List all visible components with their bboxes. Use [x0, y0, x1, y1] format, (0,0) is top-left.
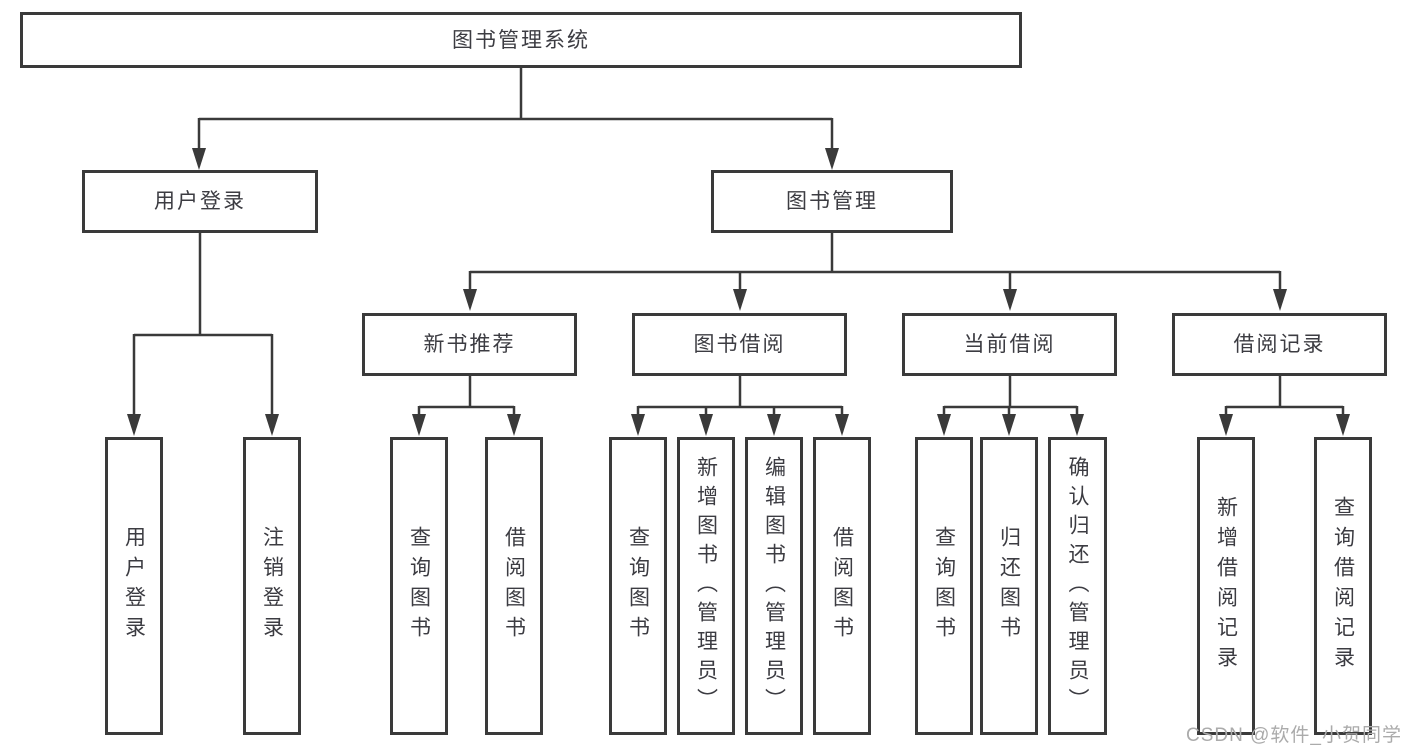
node-book-mgmt: 图书管理: [711, 170, 953, 233]
connector-root-to-level2: [197, 68, 834, 150]
leaf-book-borrow-borrow-label: 借阅图书: [830, 526, 854, 646]
connector-borrow-records-children: [1224, 376, 1345, 420]
leaf-current-borrow-query: 查询图书: [915, 437, 973, 735]
node-current-borrow-label: 当前借阅: [963, 333, 1056, 356]
leaf-book-borrow-edit: 编辑图书（管理员）: [745, 437, 803, 735]
leaf-book-borrow-add-label: 新增图书（管理员）: [694, 455, 718, 717]
leaf-borrow-records-query: 查询借阅记录: [1314, 437, 1372, 735]
leaf-book-borrow-edit-label: 编辑图书（管理员）: [762, 455, 786, 717]
node-borrow-records-label: 借阅记录: [1233, 333, 1326, 356]
connector-current-borrow-children: [942, 376, 1079, 420]
leaf-user-login: 用户登录: [105, 437, 163, 735]
node-new-books-label: 新书推荐: [423, 333, 516, 356]
leaf-book-borrow-query: 查询图书: [609, 437, 667, 735]
node-book-borrow-label: 图书借阅: [693, 333, 786, 356]
leaf-borrow-records-add-label: 新增借阅记录: [1214, 496, 1238, 676]
node-root-label: 图书管理系统: [452, 28, 590, 52]
leaf-current-borrow-query-label: 查询图书: [932, 526, 956, 646]
leaf-book-borrow-borrow: 借阅图书: [813, 437, 871, 735]
leaf-book-borrow-query-label: 查询图书: [626, 526, 650, 646]
node-book-borrow: 图书借阅: [632, 313, 847, 376]
node-new-books: 新书推荐: [362, 313, 577, 376]
leaf-user-login-label: 用户登录: [122, 526, 146, 646]
leaf-book-borrow-add: 新增图书（管理员）: [677, 437, 735, 735]
leaf-logout-label: 注销登录: [260, 526, 284, 646]
node-book-mgmt-label: 图书管理: [786, 190, 878, 213]
leaf-borrow-records-query-label: 查询借阅记录: [1331, 496, 1355, 676]
watermark: CSDN @软件_小贺同学: [1186, 725, 1402, 746]
node-user-login: 用户登录: [82, 170, 318, 233]
connector-book-mgmt-children: [468, 233, 1282, 293]
connector-book-borrow-children: [636, 376, 844, 420]
leaf-new-books-borrow: 借阅图书: [485, 437, 543, 735]
connector-new-books-children: [417, 376, 516, 420]
leaf-new-books-borrow-label: 借阅图书: [502, 526, 526, 646]
leaf-new-books-query-label: 查询图书: [407, 526, 431, 646]
leaf-new-books-query: 查询图书: [390, 437, 448, 735]
arrowheads: [127, 148, 1350, 436]
leaf-current-borrow-confirm: 确认归还（管理员）: [1048, 437, 1107, 735]
node-root: 图书管理系统: [20, 12, 1022, 68]
leaf-current-borrow-return-label: 归还图书: [997, 526, 1021, 646]
leaf-current-borrow-confirm-label: 确认归还（管理员）: [1066, 455, 1089, 717]
leaf-logout: 注销登录: [243, 437, 301, 735]
leaf-current-borrow-return: 归还图书: [980, 437, 1038, 735]
connector-user-login-children: [132, 233, 274, 416]
leaf-borrow-records-add: 新增借阅记录: [1197, 437, 1255, 735]
node-current-borrow: 当前借阅: [902, 313, 1117, 376]
node-borrow-records: 借阅记录: [1172, 313, 1387, 376]
node-user-login-label: 用户登录: [154, 190, 246, 213]
